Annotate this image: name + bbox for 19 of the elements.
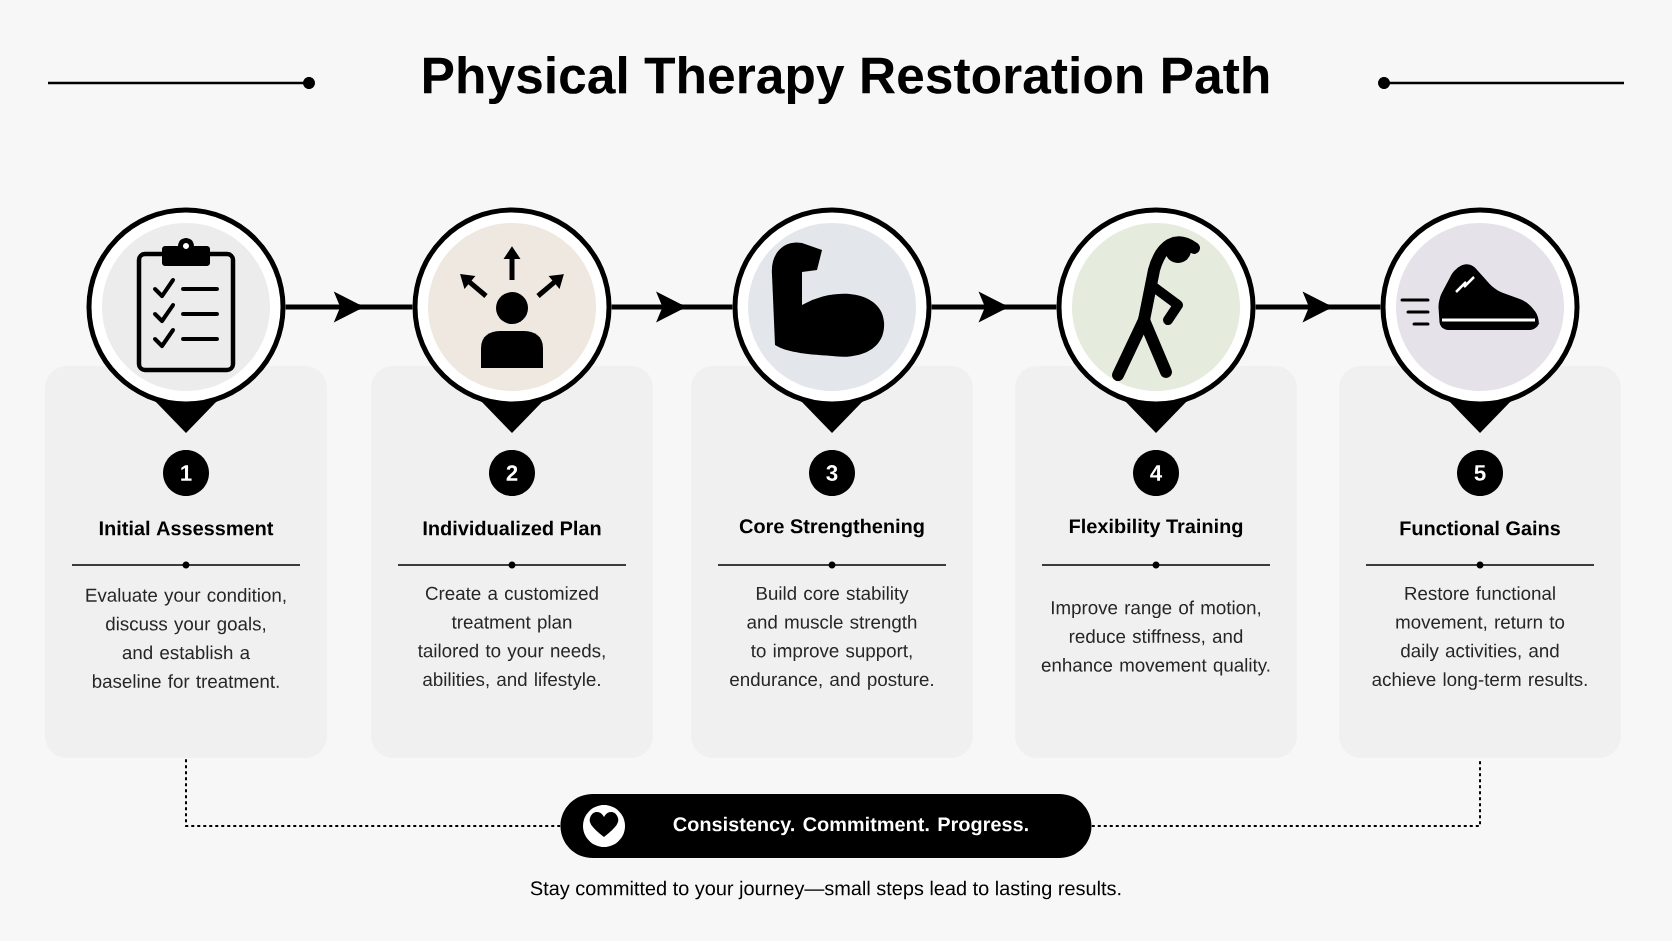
step-number: 1 xyxy=(163,450,209,496)
connector-line xyxy=(185,757,562,827)
step-number: 3 xyxy=(809,450,855,496)
step-title: Individualized Plan xyxy=(423,520,601,536)
step-description: Create a customized treatment plan tailored to your needs, abilities, and lifestyle. xyxy=(418,586,605,690)
step-description: Improve range of motion, reduce stiffness, and enhance movement quality. xyxy=(1041,600,1270,676)
step-title: Core Strengthening xyxy=(739,518,924,538)
step-number: 4 xyxy=(1133,450,1179,496)
caption: Stay committed to your journey—small steps lead to lasting results. xyxy=(530,880,1121,900)
step-title: Flexibility Training xyxy=(1069,518,1243,538)
step-number: 2 xyxy=(489,450,535,496)
step-title: Initial Assessment xyxy=(99,520,274,536)
step-description: Restore functional movement, return to daily activities, and achieve long-term results. xyxy=(1372,586,1587,690)
step-number: 5 xyxy=(1457,450,1503,496)
step-description: Build core stability and muscle strength to improve support, endurance, and posture. xyxy=(730,586,933,690)
slogan-pill: Consistency. Commitment. Progress. xyxy=(560,794,1092,858)
step-title: Functional Gains xyxy=(1400,520,1560,536)
title: Physical Therapy Restoration Path xyxy=(424,56,1269,105)
step-description: Evaluate your condition, discuss your goals, and establish a baseline for treatment. xyxy=(86,588,286,688)
